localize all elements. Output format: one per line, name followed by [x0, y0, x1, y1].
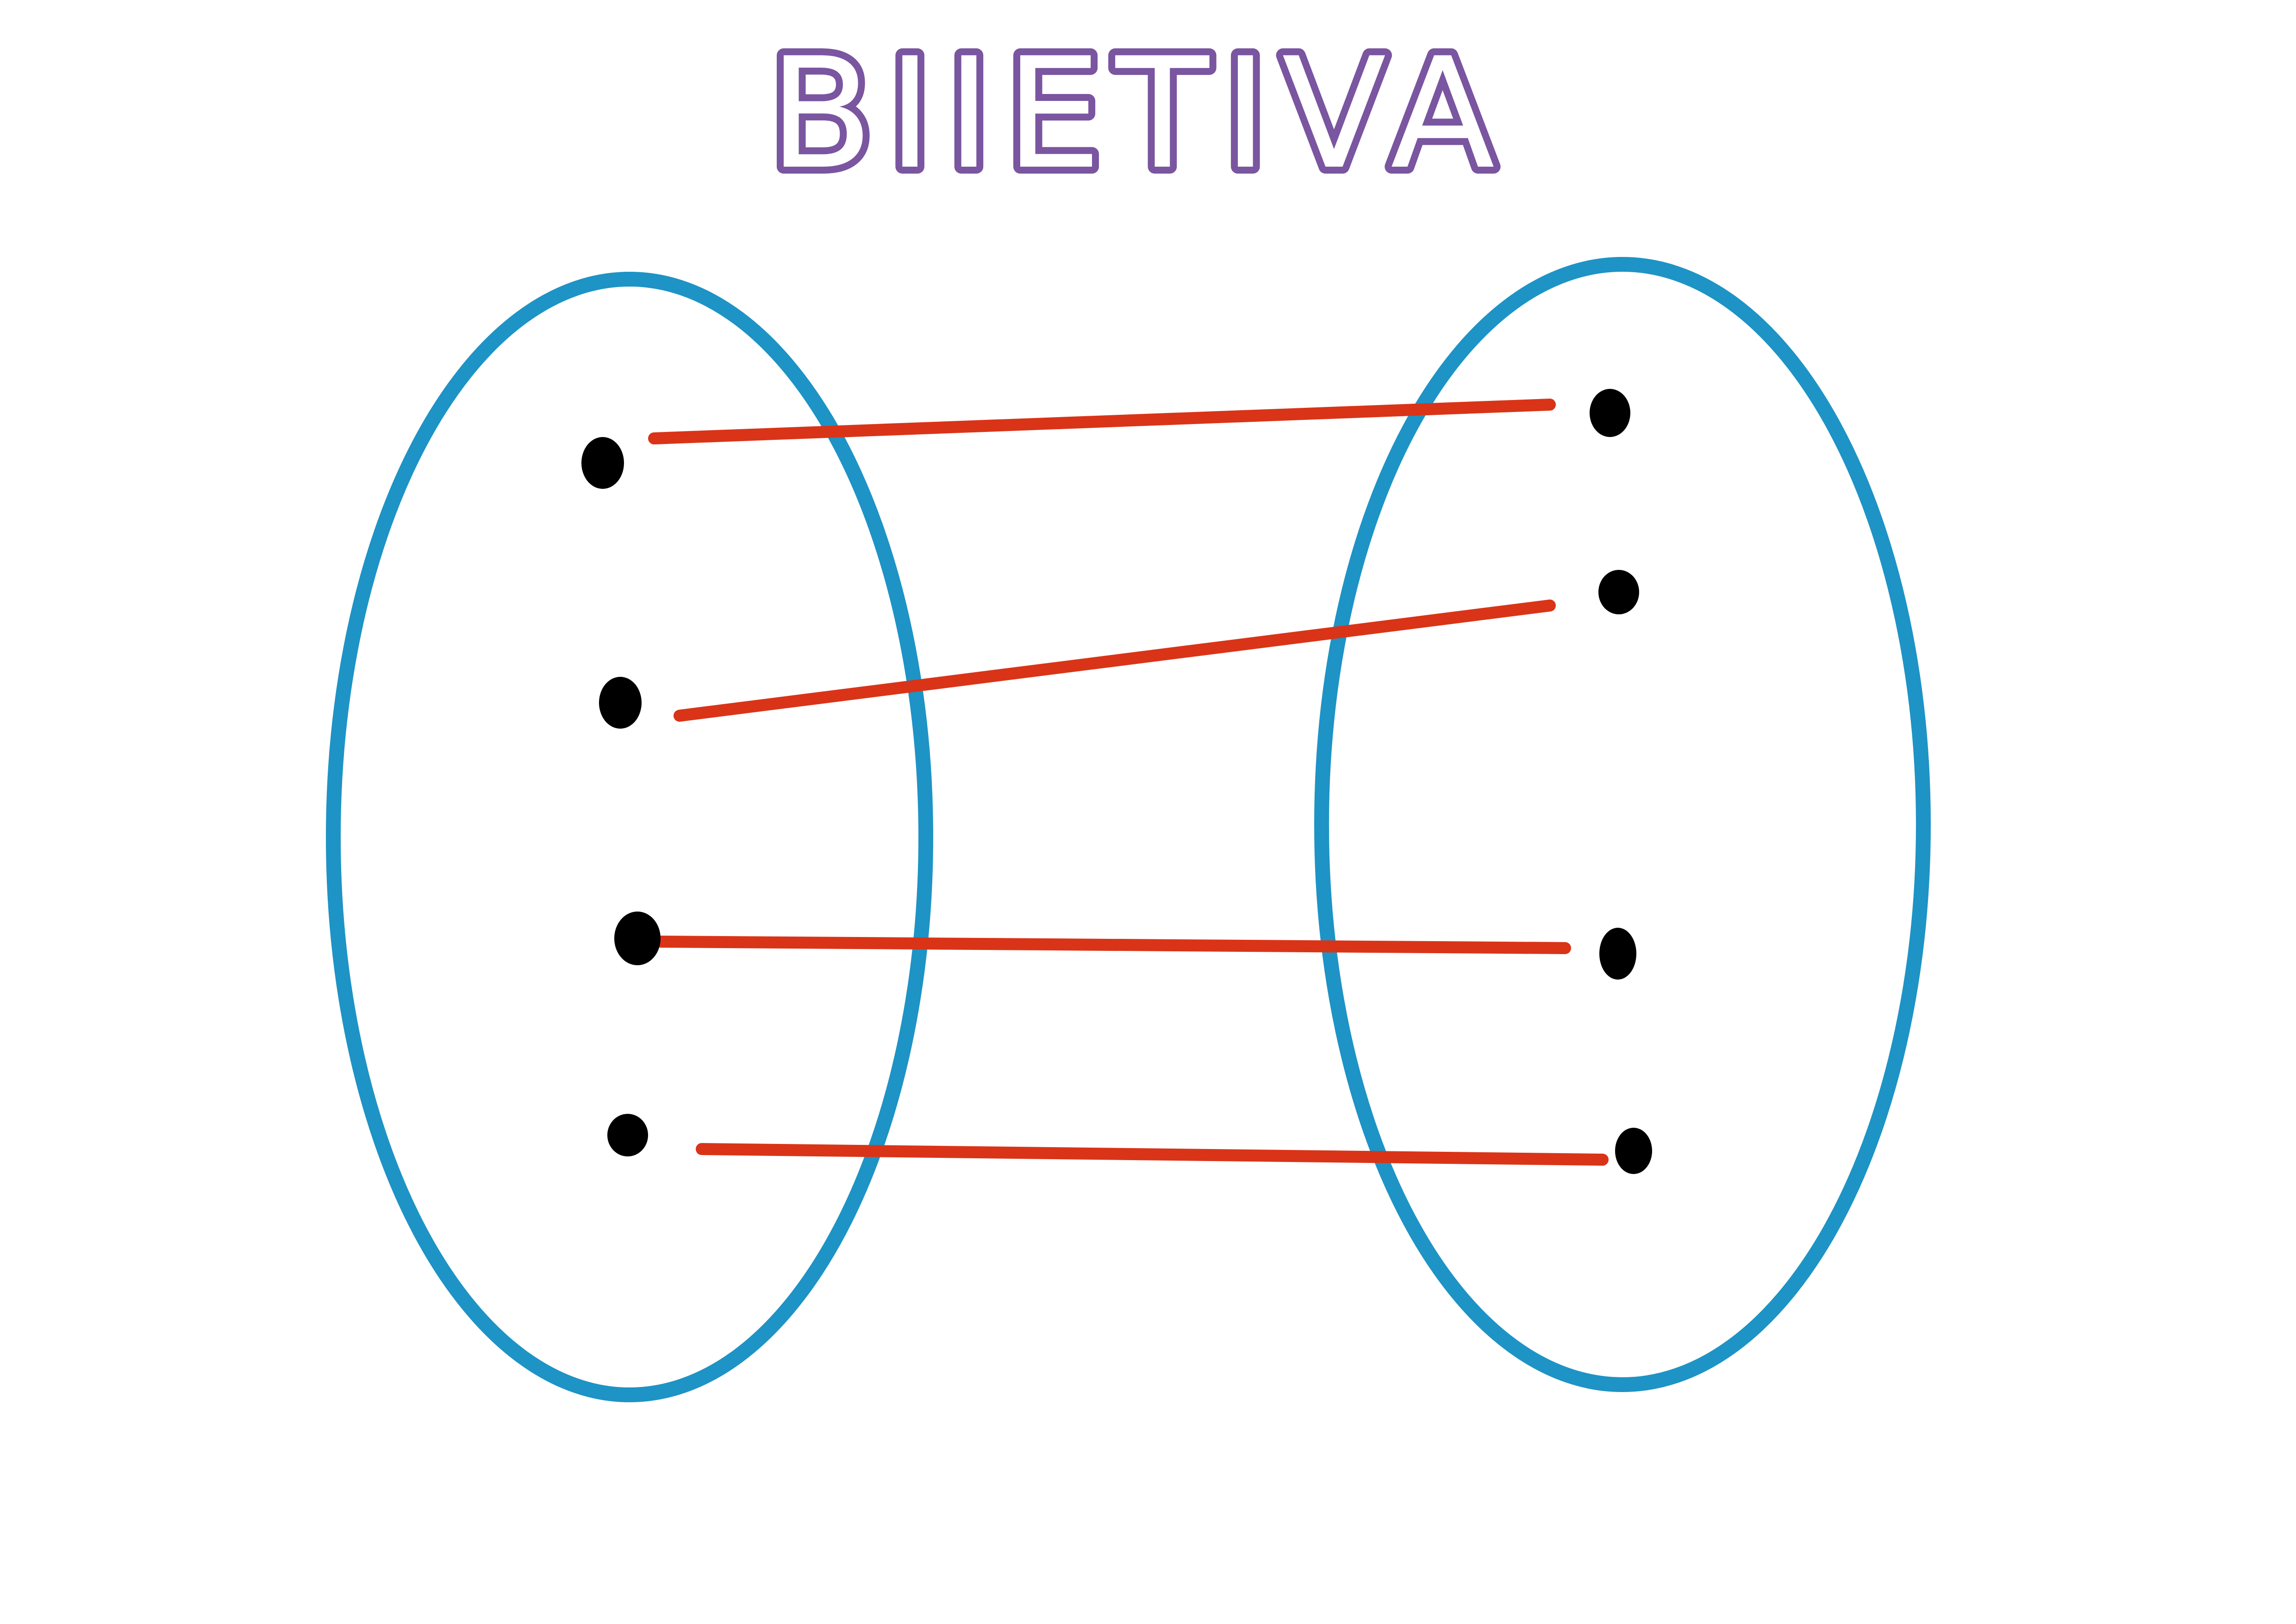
mapping-line-1	[648, 399, 1556, 444]
mapping-line-4	[696, 1143, 1609, 1166]
codomain-set	[1314, 257, 1931, 1392]
title: BIIETIVA	[769, 25, 1509, 203]
domain-element-1	[581, 437, 624, 489]
domain-element-2	[599, 677, 642, 729]
mapping-line-3	[655, 936, 1571, 954]
mapping-line-2	[674, 600, 1556, 722]
codomain-element-1	[1590, 389, 1630, 437]
codomain-element-2	[1598, 570, 1639, 614]
codomain-element-3	[1599, 928, 1636, 980]
codomain-element-4	[1615, 1128, 1652, 1174]
domain-set	[326, 272, 933, 1402]
domain-element-4	[607, 1114, 648, 1156]
domain-element-3	[614, 912, 661, 965]
